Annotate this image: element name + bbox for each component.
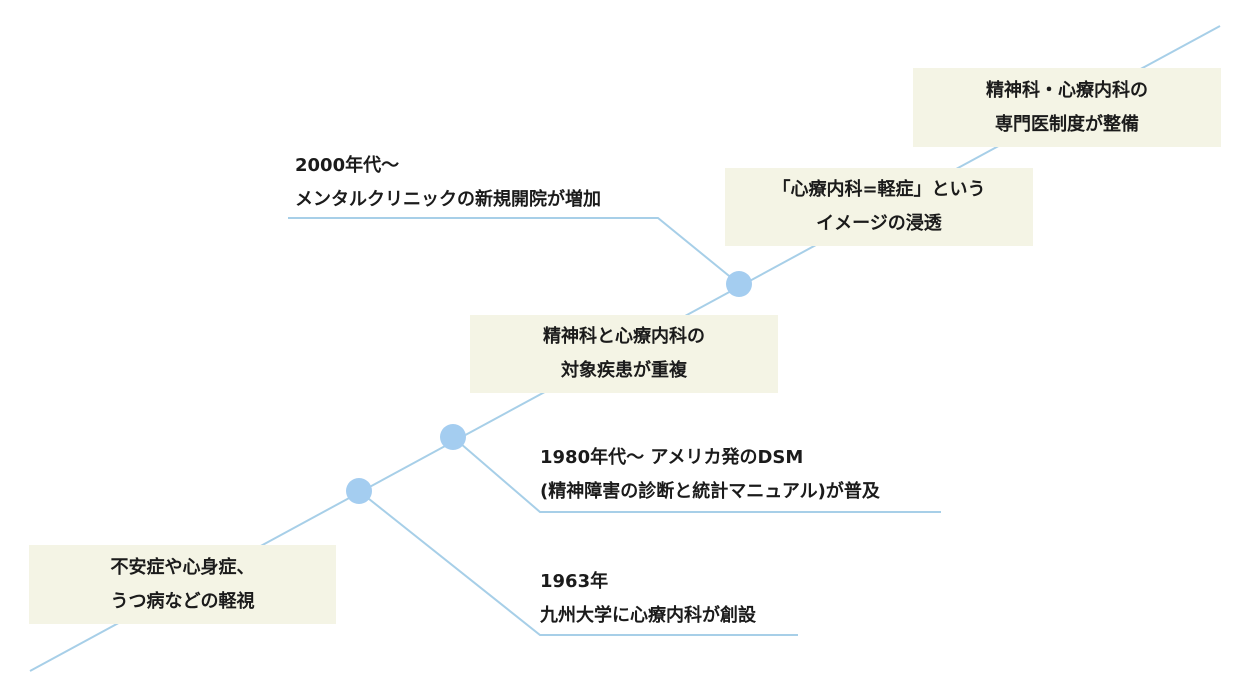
- box-overlap-line2: 対象疾患が重複: [561, 360, 687, 381]
- event-2000-line2: メンタルクリニックの新規開院が増加: [295, 189, 601, 210]
- box-overlap-line1: 精神科と心療内科の: [543, 326, 705, 347]
- box-specialist: 精神科・心療内科の 専門医制度が整備: [913, 68, 1221, 147]
- event-1963-line2: 九州大学に心療内科が創設: [540, 605, 756, 626]
- box-image-line1: 「心療内科=軽症」という: [772, 179, 986, 200]
- box-overlap: 精神科と心療内科の 対象疾患が重複: [470, 315, 778, 393]
- event-1963: 1963年 九州大学に心療内科が創設: [540, 565, 756, 633]
- timeline-node-1963: [346, 478, 372, 504]
- event-1963-line1: 1963年: [540, 571, 609, 592]
- event-1980-line1: 1980年代〜 アメリカ発のDSM: [540, 447, 804, 468]
- event-2000-line1: 2000年代〜: [295, 155, 400, 176]
- box-neglect: 不安症や心身症、 うつ病などの軽視: [29, 545, 336, 624]
- box-neglect-line2: うつ病などの軽視: [110, 590, 255, 612]
- box-image-line2: イメージの浸透: [816, 213, 942, 234]
- connector-1980: [452, 436, 941, 513]
- box-image: 「心療内科=軽症」という イメージの浸透: [725, 168, 1033, 246]
- timeline-node-1980: [440, 424, 466, 450]
- box-specialist-line2: 専門医制度が整備: [995, 113, 1139, 135]
- connector-1963: [358, 490, 798, 636]
- connector-2000: [288, 217, 740, 285]
- timeline-node-2000: [726, 271, 752, 297]
- event-1980: 1980年代〜 アメリカ発のDSM (精神障害の診断と統計マニュアル)が普及: [540, 441, 880, 509]
- event-1980-line2: (精神障害の診断と統計マニュアル)が普及: [540, 481, 880, 502]
- event-2000: 2000年代〜 メンタルクリニックの新規開院が増加: [295, 149, 601, 217]
- box-specialist-line1: 精神科・心療内科の: [986, 79, 1148, 101]
- box-neglect-line1: 不安症や心身症、: [110, 556, 255, 578]
